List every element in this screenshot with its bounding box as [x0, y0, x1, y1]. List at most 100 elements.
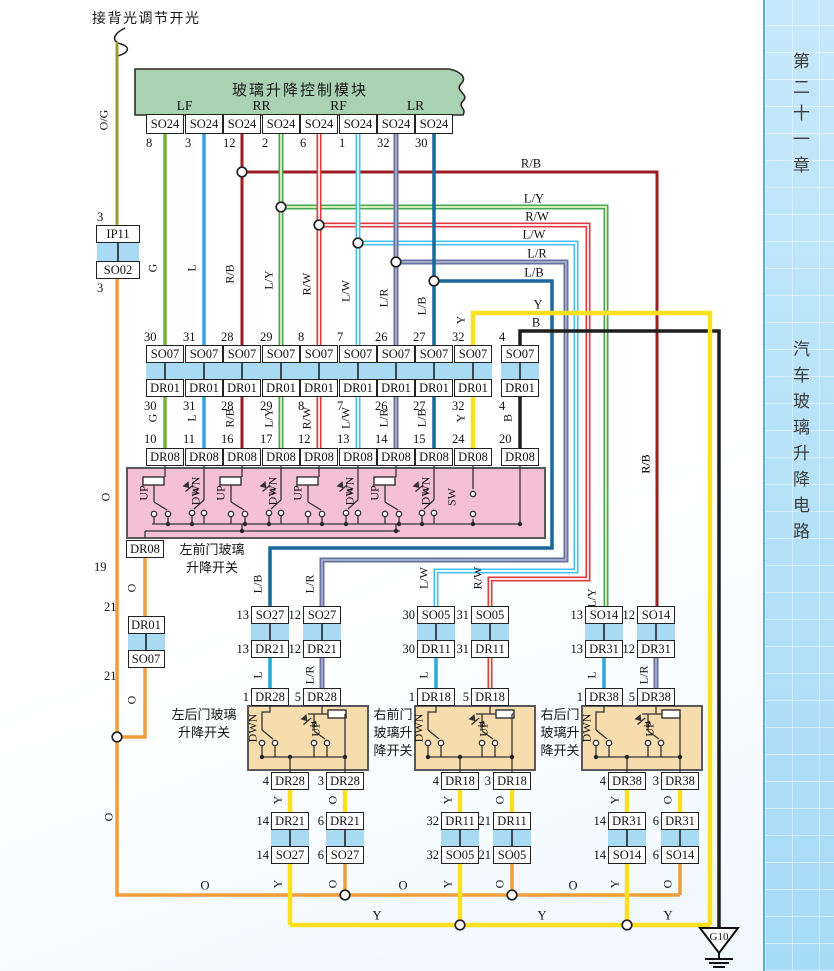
bus-label: Y: [537, 908, 547, 923]
wire-label: L: [184, 414, 199, 422]
wire-label: L/B: [250, 574, 265, 594]
pin-number: 31: [456, 608, 470, 622]
pin-number: 32: [426, 814, 440, 828]
connector-box: DR01: [454, 379, 492, 397]
pin-number: 20: [499, 432, 512, 446]
wire-label: L: [584, 671, 599, 679]
pin-number: 7: [337, 399, 344, 413]
door-switch-name-line: 玻璃升: [540, 725, 580, 740]
wire-label: L/R: [636, 665, 651, 685]
connector-box: DR08: [223, 448, 261, 466]
connector-box: DR31: [608, 812, 646, 830]
connector-box: DR28: [251, 688, 289, 706]
connector-box: SO14: [608, 846, 646, 864]
connector-box: SO02: [96, 261, 140, 279]
pin-number: 14: [593, 814, 607, 828]
pin-number: 29: [260, 330, 273, 344]
wire-label: O/G: [96, 109, 111, 131]
wire-label: R/W: [299, 272, 314, 296]
connector-box: DR18: [471, 688, 509, 706]
connector-box: DR08: [377, 448, 415, 466]
connector-box: SO27: [271, 846, 309, 864]
connector-box: IP11: [96, 225, 140, 243]
wire-label: L/Y: [261, 408, 276, 428]
pin-number: 30: [402, 608, 416, 622]
wire-label: UP: [213, 485, 228, 501]
pin-number: 4: [262, 774, 269, 788]
module-section-label: RF: [330, 98, 347, 113]
pin-number: 31: [183, 399, 196, 413]
pin-number: 27: [413, 399, 426, 413]
connector-box: DR38: [661, 772, 699, 790]
pin-number: 24: [452, 432, 465, 446]
wire-label: L: [416, 671, 431, 679]
connector-box: SO07: [127, 650, 165, 668]
connector-box: SO07: [415, 345, 453, 363]
connector-box: SO05: [417, 606, 455, 624]
connector-box: SO14: [661, 846, 699, 864]
connector-box: SO05: [493, 846, 531, 864]
connector-box: DR28: [271, 772, 309, 790]
pin-number: 3: [652, 774, 659, 788]
connector-box: SO05: [441, 846, 479, 864]
connector-box: DR28: [326, 772, 364, 790]
wire-label: DWN: [411, 713, 426, 743]
connector-box: SO07: [146, 345, 184, 363]
connector-box: DR31: [585, 640, 623, 658]
connector-box: DR08: [262, 448, 300, 466]
module-section-label: RR: [252, 98, 271, 113]
pin-number: 5: [294, 690, 301, 704]
pin-number: 26: [375, 330, 388, 344]
pin-number: 30: [144, 330, 157, 344]
pin-number: 29: [260, 399, 273, 413]
connector-box: DR08: [415, 448, 453, 466]
wire-label: O: [325, 879, 340, 889]
connector-box: SO07: [377, 345, 415, 363]
pin-number: 6: [317, 814, 324, 828]
chapter-number: 第二十一章: [790, 52, 809, 182]
wire-label: UP: [642, 721, 657, 737]
pin-number: 4: [432, 774, 439, 788]
wire-label: L/Y: [584, 588, 599, 608]
connector-box: SO07: [300, 345, 338, 363]
connector-box: SO07: [501, 345, 539, 363]
connector-box: SO24: [185, 114, 223, 134]
connector-box: DR01: [501, 379, 539, 397]
connector-box: SO07: [339, 345, 377, 363]
connector-box: SO07: [223, 345, 261, 363]
connector-box: DR08: [501, 448, 539, 466]
connector-box: SO05: [471, 606, 509, 624]
pin-number: 8: [298, 330, 305, 344]
pin-number: 13: [570, 642, 584, 656]
wire-label: B: [500, 413, 515, 423]
pin-number: 30: [402, 642, 416, 656]
connector-box: DR11: [471, 640, 509, 658]
connector-box: DR01: [262, 379, 300, 397]
pin-number: 3: [317, 774, 324, 788]
wire-label: G: [145, 263, 160, 273]
connector-box: SO14: [585, 606, 623, 624]
wire-label: L/R: [527, 246, 547, 261]
chapter-sidebar: 第二十一章 汽车玻璃升降电路: [763, 0, 834, 971]
connector-box: DR21: [303, 640, 341, 658]
wire-label: Y: [533, 297, 543, 312]
pin-number: 13: [570, 608, 584, 622]
pin-number: 32: [452, 399, 465, 413]
wire-label: DWN: [579, 713, 594, 743]
pin-number: 12: [298, 432, 311, 446]
connector-box: SO24: [339, 114, 377, 134]
connector-box: DR01: [415, 379, 453, 397]
connector-box: DR18: [493, 772, 531, 790]
wire-label: Y: [270, 879, 285, 889]
pin-number: 1: [242, 690, 249, 704]
wire-label: DWN: [245, 713, 260, 743]
pin-number: 32: [377, 136, 390, 150]
module-title: 玻璃升降控制模块: [231, 83, 368, 99]
door-switch-name-line: 升降开关: [177, 725, 230, 740]
connector-box: DR01: [377, 379, 415, 397]
connector-box: DR11: [417, 640, 455, 658]
pin-number: 30: [144, 399, 157, 413]
pin-number: 6: [317, 848, 324, 862]
pin-number: 32: [426, 848, 440, 862]
